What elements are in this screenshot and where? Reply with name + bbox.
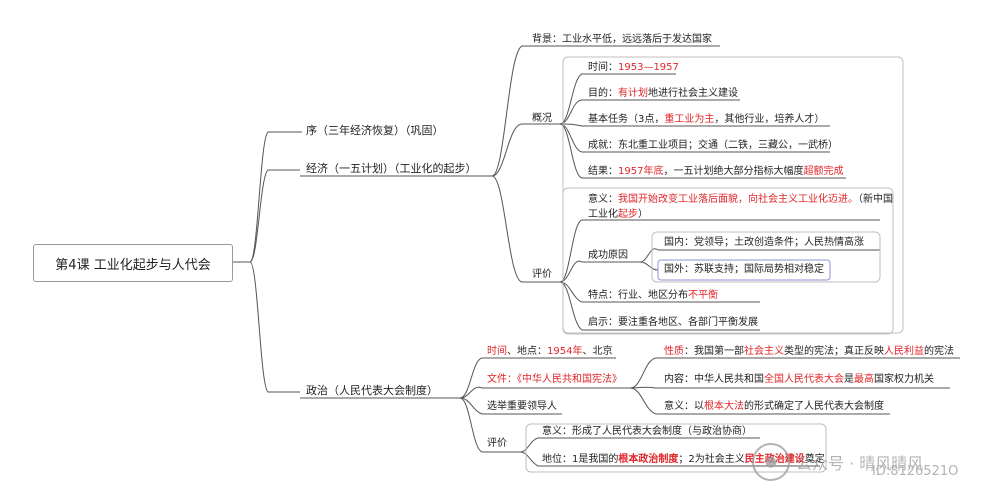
status-text-c: 奠定 [804,454,825,465]
politics-evaluation[interactable]: 评价 [487,438,507,449]
content-text-b: 是 [844,374,854,385]
result-highlight-date: 1957年底 [618,166,664,177]
eval-success-reasons[interactable]: 成功原因 [588,250,628,261]
nature-text-c: 的宪法 [924,346,954,357]
meaning-text: （新中国 [858,194,893,205]
branch-prelude[interactable]: 序（三年经济恢复）（巩固） [306,124,444,137]
constitution-content[interactable]: 内容：中华人民共和国全国人民代表大会是最高国家权力机关 [664,373,934,386]
politics-time-place[interactable]: 时间、地点：1954年、北京 [487,345,612,358]
meaning-highlight: 我国开始改变工业落后面貌，向社会主义工业化迈进。 [618,194,858,205]
constitution-meaning[interactable]: 意义：以根本大法的形式确定了人民代表大会制度 [664,400,884,413]
meaning-text-2: 工业化 [588,209,618,220]
task-rest: ，其他行业，培养人才） [714,114,825,125]
system-meaning[interactable]: 意义：形成了人民代表大会制度（与政治协商） [542,426,752,437]
content-highlight-highest: 最高 [854,374,874,385]
overview-task[interactable]: 基本任务（3点，重工业为主，其他行业，培养人才） [588,113,824,126]
meaning-close: ） [638,209,648,220]
nature-text-b: 类型的宪法；真正反映 [784,346,884,357]
feature-highlight: 不平衡 [688,290,718,301]
task-highlight: 重工业为主 [664,114,715,125]
result-highlight-exceed: 超额完成 [803,166,844,177]
pmean-text-b: 的形式确定了人民代表大会制度 [744,401,884,412]
pdoc-highlight: 文件：《中华人民共和国宪法》 [487,374,622,385]
root-topic[interactable]: 第4课 工业化起步与人代会 [33,244,233,282]
ptime-highlight: 时间 [487,346,507,357]
ptime-year: 1954年 [547,346,583,357]
status-text-a: 地位：1是我国的 [542,454,619,465]
eval-meaning-line2[interactable]: 工业化起步） [588,208,648,221]
overview-achievement[interactable]: 成就：东北重工业项目；交通（二铁，三藏公，一武桥） [588,140,838,151]
task-text: 基本任务（3点， [588,114,665,125]
meaning-highlight-2: 起步 [618,209,638,220]
watermark-id: ID:8126521O [872,464,959,479]
goal-label: 目的： [588,88,618,99]
meaning-label: 意义： [588,194,618,205]
branch-economy[interactable]: 经济（一五计划）（工业化的起步） [306,162,477,175]
watermark: ● 公众号 · 晴风晴风 ID:8126521O [752,442,958,482]
content-highlight-npc: 全国人民代表大会 [764,374,844,385]
time-label: 时间： [588,62,618,73]
overview-goal[interactable]: 目的：有计划地进行社会主义建设 [588,87,738,100]
success-domestic[interactable]: 国内：党领导；土改创造条件；人民热情高涨 [664,237,864,248]
economy-background[interactable]: 背景：工业水平低，远远落后于发达国家 [532,34,712,45]
nature-highlight-socialism: 社会主义 [744,346,784,357]
wechat-logo-icon: ● [752,443,790,481]
overview-result[interactable]: 结果：1957年底，一五计划绝大部分指标大幅度超额完成 [588,165,843,178]
pmean-text-a: 意义：以 [664,401,704,412]
evaluation-node[interactable]: 评价 [532,269,552,280]
branch-politics[interactable]: 政治（人民代表大会制度） [306,384,438,397]
result-label: 结果： [588,166,618,177]
result-text: ，一五计划绝大部分指标大幅度 [663,166,804,177]
eval-meaning-line1[interactable]: 意义：我国开始改变工业落后面貌，向社会主义工业化迈进。（新中国 [588,193,893,206]
feature-text: 特点：行业、地区分布 [588,290,688,301]
constitution-nature[interactable]: 性质：我国第一部社会主义类型的宪法；真正反映人民利益的宪法 [664,345,954,358]
root-label: 第4课 工业化起步与人代会 [55,257,211,273]
goal-rest: 地进行社会主义建设 [648,88,738,99]
nature-label: 性质 [664,346,684,357]
ptime-place: 、北京 [582,346,613,357]
time-value: 1953—1957 [618,62,679,73]
overview-time[interactable]: 时间：1953—1957 [588,61,679,74]
ptime-text: 、地点： [507,346,547,357]
watermark-text: 公众号 · 晴风晴风 [796,454,924,473]
status-text-b: ；2为社会主义 [678,454,745,465]
overview-node[interactable]: 概况 [532,113,552,124]
eval-feature[interactable]: 特点：行业、地区分布不平衡 [588,289,718,302]
content-text-c: 国家权力机关 [874,374,934,385]
politics-election[interactable]: 选举重要领导人 [487,401,557,412]
politics-document[interactable]: 文件：《中华人民共和国宪法》 [487,373,622,386]
nature-text-a: ：我国第一部 [684,346,744,357]
success-foreign[interactable]: 国外：苏联支持；国际局势相对稳定 [664,264,824,275]
status-highlight-root: 根本政治制度 [618,454,679,465]
nature-highlight-people: 人民利益 [884,346,924,357]
goal-highlight: 有计划 [618,88,648,99]
eval-lesson[interactable]: 启示：要注重各地区、各部门平衡发展 [588,317,758,328]
content-text-a: 内容：中华人民共和国 [664,374,764,385]
pmean-highlight: 根本大法 [704,401,744,412]
